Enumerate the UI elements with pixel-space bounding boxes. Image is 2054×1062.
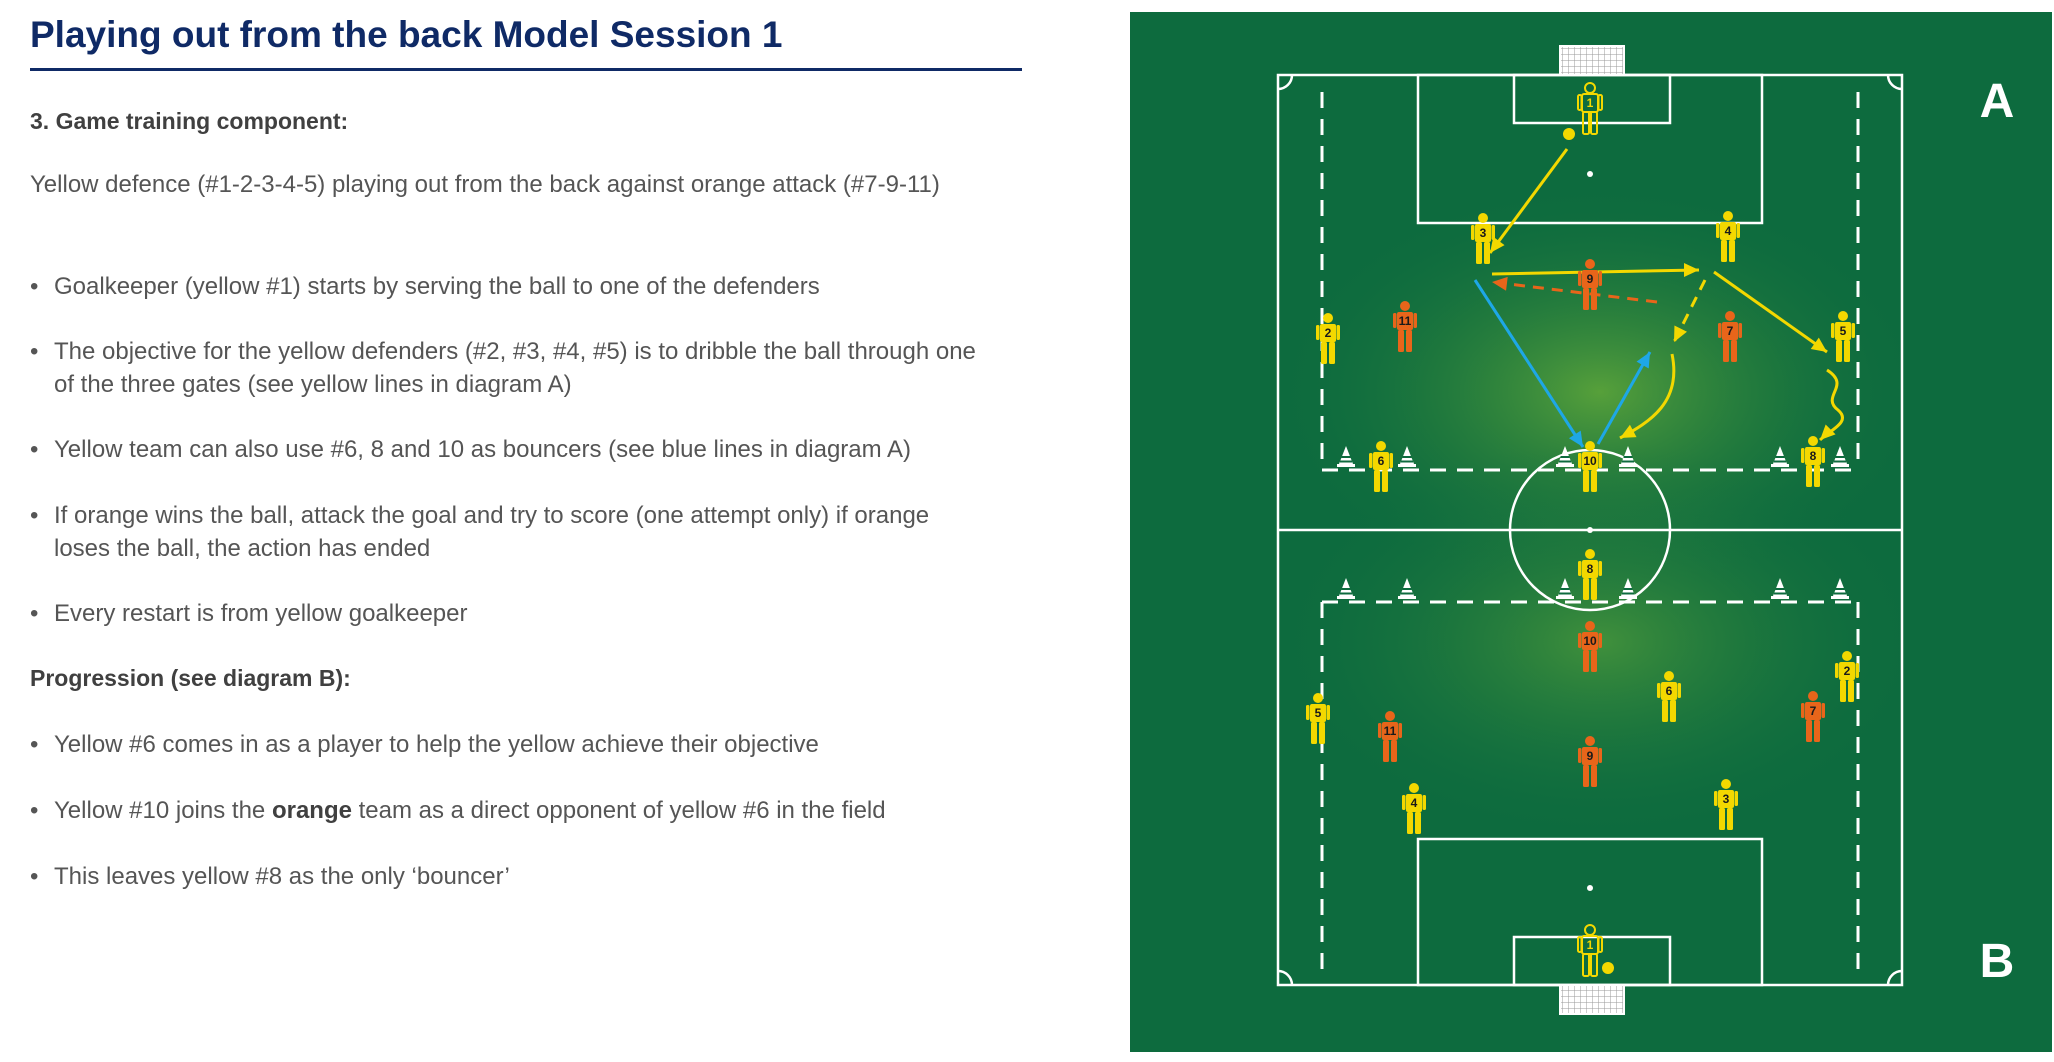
yellow-player: 6: [1369, 441, 1393, 492]
movement-arrows: [1473, 148, 1844, 448]
yellow-player: 3: [1471, 213, 1495, 264]
player-number: 5: [1840, 324, 1847, 338]
bullet-item: • Yellow team can also use #6, 8 and 10 …: [30, 433, 1030, 466]
bullet-dot: •: [30, 502, 39, 529]
progression-text: Yellow #10 joins the orange team as a di…: [30, 794, 1030, 827]
bullet-dot: •: [30, 863, 39, 890]
yellow-player: 8: [1801, 436, 1825, 487]
player-number: 3: [1723, 792, 1730, 806]
yellow-player: 8: [1578, 549, 1602, 600]
dribble-arrow: [1619, 353, 1676, 440]
yellow-player: 4: [1402, 783, 1426, 834]
bullet-item: • Goalkeeper (yellow #1) starts by servi…: [30, 270, 1030, 303]
orange-player: 9: [1578, 259, 1602, 310]
pass-arrow: [1672, 279, 1707, 343]
player-number: 7: [1810, 704, 1817, 718]
pass-arrow: [1491, 276, 1658, 304]
diagram-label-b: B: [1980, 935, 2015, 988]
pitch-svg: 1 3 4 2 5 6 10 8 11 9 7 8 6 5 2 4 3 1 10 11 9 7 A B: [1130, 12, 2052, 1052]
pitch-spots: [1587, 171, 1593, 891]
progression-heading: Progression (see diagram B):: [30, 665, 351, 691]
bullet-text: If orange wins the ball, attack the goal…: [54, 502, 930, 562]
yellow-player: 1: [1577, 82, 1603, 135]
bullet-item: • The objective for the yellow defenders…: [30, 335, 990, 401]
player-number: 11: [1399, 314, 1412, 328]
page-title: Playing out from the back Model Session …: [30, 14, 783, 55]
yellow-player: 5: [1831, 311, 1855, 362]
pass-arrow: [1713, 270, 1828, 354]
orange-player: 10: [1578, 621, 1602, 672]
progression-item: • This leaves yellow #8 as the only ‘bou…: [30, 860, 1030, 893]
player-number: 10: [1583, 634, 1597, 648]
ball-bottom: [1602, 962, 1614, 974]
bullet-dot: •: [30, 797, 39, 824]
progression-text: Yellow #6 comes in as a player to help t…: [54, 731, 819, 758]
player-number: 1: [1587, 96, 1594, 110]
bullet-dot: •: [30, 436, 39, 463]
bullet-dot: •: [30, 338, 39, 365]
yellow-player: 2: [1835, 651, 1859, 702]
orange-player: 9: [1578, 736, 1602, 787]
intro-paragraph: Yellow defence (#1-2-3-4-5) playing out …: [30, 171, 940, 198]
player-number: 9: [1587, 749, 1594, 763]
yellow-player: 5: [1306, 693, 1330, 744]
pitch-diagram: 1 3 4 2 5 6 10 8 11 9 7 8 6 5 2 4 3 1 10 11 9 7 A B: [1130, 12, 2052, 1052]
bullet-text: Every restart is from yellow goalkeeper: [54, 600, 468, 627]
player-number: 3: [1480, 226, 1487, 240]
orange-player: 11: [1393, 301, 1417, 352]
progression-text: This leaves yellow #8 as the only ‘bounc…: [54, 863, 510, 890]
bullet-item: • Every restart is from yellow goalkeepe…: [30, 597, 1030, 630]
player-number: 8: [1587, 562, 1594, 576]
bullet-text: Yellow team can also use #6, 8 and 10 as…: [54, 436, 911, 463]
progression-text-end: team as a direct opponent of yellow #6 i…: [351, 797, 886, 824]
player-number: 4: [1725, 224, 1732, 238]
yellow-player: 3: [1714, 779, 1738, 830]
player-number: 11: [1384, 724, 1397, 738]
bullet-item: • If orange wins the ball, attack the go…: [30, 499, 990, 565]
yellow-player: 4: [1716, 211, 1740, 262]
section-heading: 3. Game training component:: [30, 108, 349, 134]
player-number: 7: [1727, 324, 1734, 338]
dribble-arrow: [1818, 368, 1844, 442]
ball-top: [1563, 128, 1575, 140]
players: 1 3 4 2 5 6 10 8 11 9 7 8 6 5 2 4 3 1 10 11 9 7: [1306, 82, 1859, 977]
bullet-dot: •: [30, 600, 39, 627]
session-text-panel: Playing out from the back Model Session …: [30, 14, 1030, 893]
player-number: 1: [1587, 938, 1594, 952]
progression-text-start: Yellow #10 joins the: [54, 797, 272, 824]
player-number: 2: [1325, 326, 1332, 340]
pass-arrow: [1488, 148, 1569, 254]
diagram-label-a: A: [1980, 75, 2015, 128]
goal-top: [1559, 45, 1625, 76]
progression-item: • Yellow #6 comes in as a player to help…: [30, 728, 1030, 761]
orange-player: 7: [1801, 691, 1825, 742]
yellow-player: 2: [1316, 313, 1340, 364]
player-number: 6: [1666, 684, 1673, 698]
bullet-text: The objective for the yellow defenders (…: [54, 338, 976, 398]
player-number: 8: [1810, 449, 1817, 463]
player-number: 4: [1411, 796, 1418, 810]
player-number: 10: [1583, 454, 1597, 468]
gate-lines: [1320, 92, 1860, 972]
goal-bottom: [1559, 984, 1625, 1015]
progression-item: • Yellow #10 joins the orange team as a …: [30, 794, 1030, 827]
bullet-text: Goalkeeper (yellow #1) starts by serving…: [54, 273, 820, 300]
orange-player: 7: [1718, 311, 1742, 362]
yellow-player: 10: [1578, 441, 1602, 492]
player-number: 2: [1844, 664, 1851, 678]
player-number: 9: [1587, 272, 1594, 286]
player-number: 5: [1315, 706, 1322, 720]
bullet-dot: •: [30, 731, 39, 758]
orange-player: 11: [1378, 711, 1402, 762]
player-number: 6: [1378, 454, 1385, 468]
bullet-dot: •: [30, 273, 39, 300]
title-underline: [30, 68, 1022, 71]
orange-emphasis: orange: [271, 797, 352, 824]
yellow-player: 1: [1577, 924, 1603, 977]
bouncer-arrow: [1473, 279, 1585, 448]
yellow-player: 6: [1657, 671, 1681, 722]
bouncer-arrow: [1596, 351, 1652, 445]
